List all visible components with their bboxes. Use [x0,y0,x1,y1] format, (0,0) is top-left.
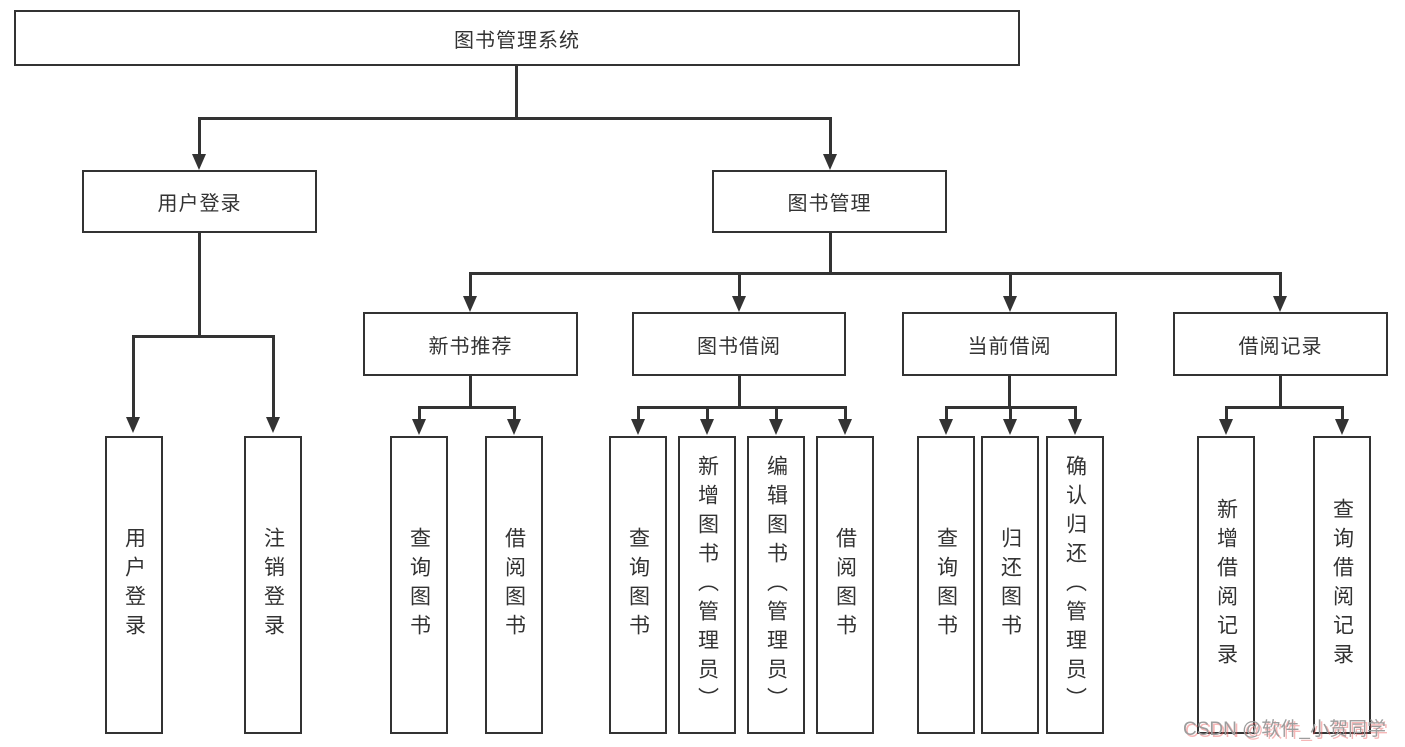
connector-line [1009,406,1012,419]
connector-line [1008,374,1011,408]
arrow-head [1335,419,1349,435]
connector-line [1226,406,1344,409]
leaf-query-books-recommend: 查询图书 [390,436,448,734]
connector-line [706,406,709,419]
node-borrow-records: 借阅记录 [1173,312,1388,376]
arrow-head [769,419,783,435]
arrow-head [192,154,206,170]
connector-line [1009,272,1012,296]
leaf-borrow-books-recommend: 借阅图书 [485,436,543,734]
connector-line [418,406,421,419]
arrow-head [838,419,852,435]
connector-line [1341,406,1344,419]
connector-line [1279,272,1282,296]
leaf-query-books-current: 查询图书 [917,436,975,734]
connector-line [198,117,832,120]
connector-line [775,406,778,419]
node-root-book-management-system: 图书管理系统 [14,10,1020,66]
connector-line [1225,406,1228,419]
node-new-book-recommend: 新书推荐 [363,312,578,376]
leaf-edit-books-admin: 编辑图书（管理员） [747,436,805,734]
connector-line [132,335,275,338]
csdn-watermark: CSDN @软件_小贺同学 [1183,719,1386,740]
arrow-head [1219,419,1233,435]
connector-line [515,64,518,117]
leaf-query-books-borrow: 查询图书 [609,436,667,734]
leaf-confirm-return-admin: 确认归还（管理员） [1046,436,1104,734]
connector-line [198,231,201,337]
connector-line [469,272,472,296]
leaf-query-borrow-record: 查询借阅记录 [1313,436,1371,734]
connector-line [272,335,275,417]
node-user-login: 用户登录 [82,170,317,233]
connector-line [829,231,832,275]
connector-line [829,117,832,154]
arrow-head [1003,419,1017,435]
arrow-head [939,419,953,435]
arrow-head [463,296,477,312]
connector-line [513,406,516,419]
arrow-head [823,154,837,170]
connector-line [638,406,847,409]
arrow-head [1273,296,1287,312]
arrow-head [266,417,280,433]
leaf-borrow-books: 借阅图书 [816,436,874,734]
connector-line [198,117,201,154]
arrow-head [507,419,521,435]
arrow-head [126,417,140,433]
connector-line [132,335,135,417]
arrow-head [1068,419,1082,435]
leaf-add-borrow-record: 新增借阅记录 [1197,436,1255,734]
connector-line [1074,406,1077,419]
arrow-head [700,419,714,435]
arrow-head [631,419,645,435]
connector-line [469,374,472,408]
connector-line [469,272,1282,275]
connector-line [637,406,640,419]
connector-line [844,406,847,419]
node-book-borrow: 图书借阅 [632,312,846,376]
arrow-head [1003,296,1017,312]
connector-line [738,374,741,408]
leaf-logout: 注销登录 [244,436,302,734]
leaf-return-books: 归还图书 [981,436,1039,734]
arrow-head [732,296,746,312]
connector-line [1279,374,1282,408]
connector-line [945,406,948,419]
leaf-add-books-admin: 新增图书（管理员） [678,436,736,734]
node-current-borrow: 当前借阅 [902,312,1117,376]
leaf-user-login: 用户登录 [105,436,163,734]
connector-line [419,406,516,409]
node-book-management: 图书管理 [712,170,947,233]
connector-line [738,272,741,296]
arrow-head [412,419,426,435]
